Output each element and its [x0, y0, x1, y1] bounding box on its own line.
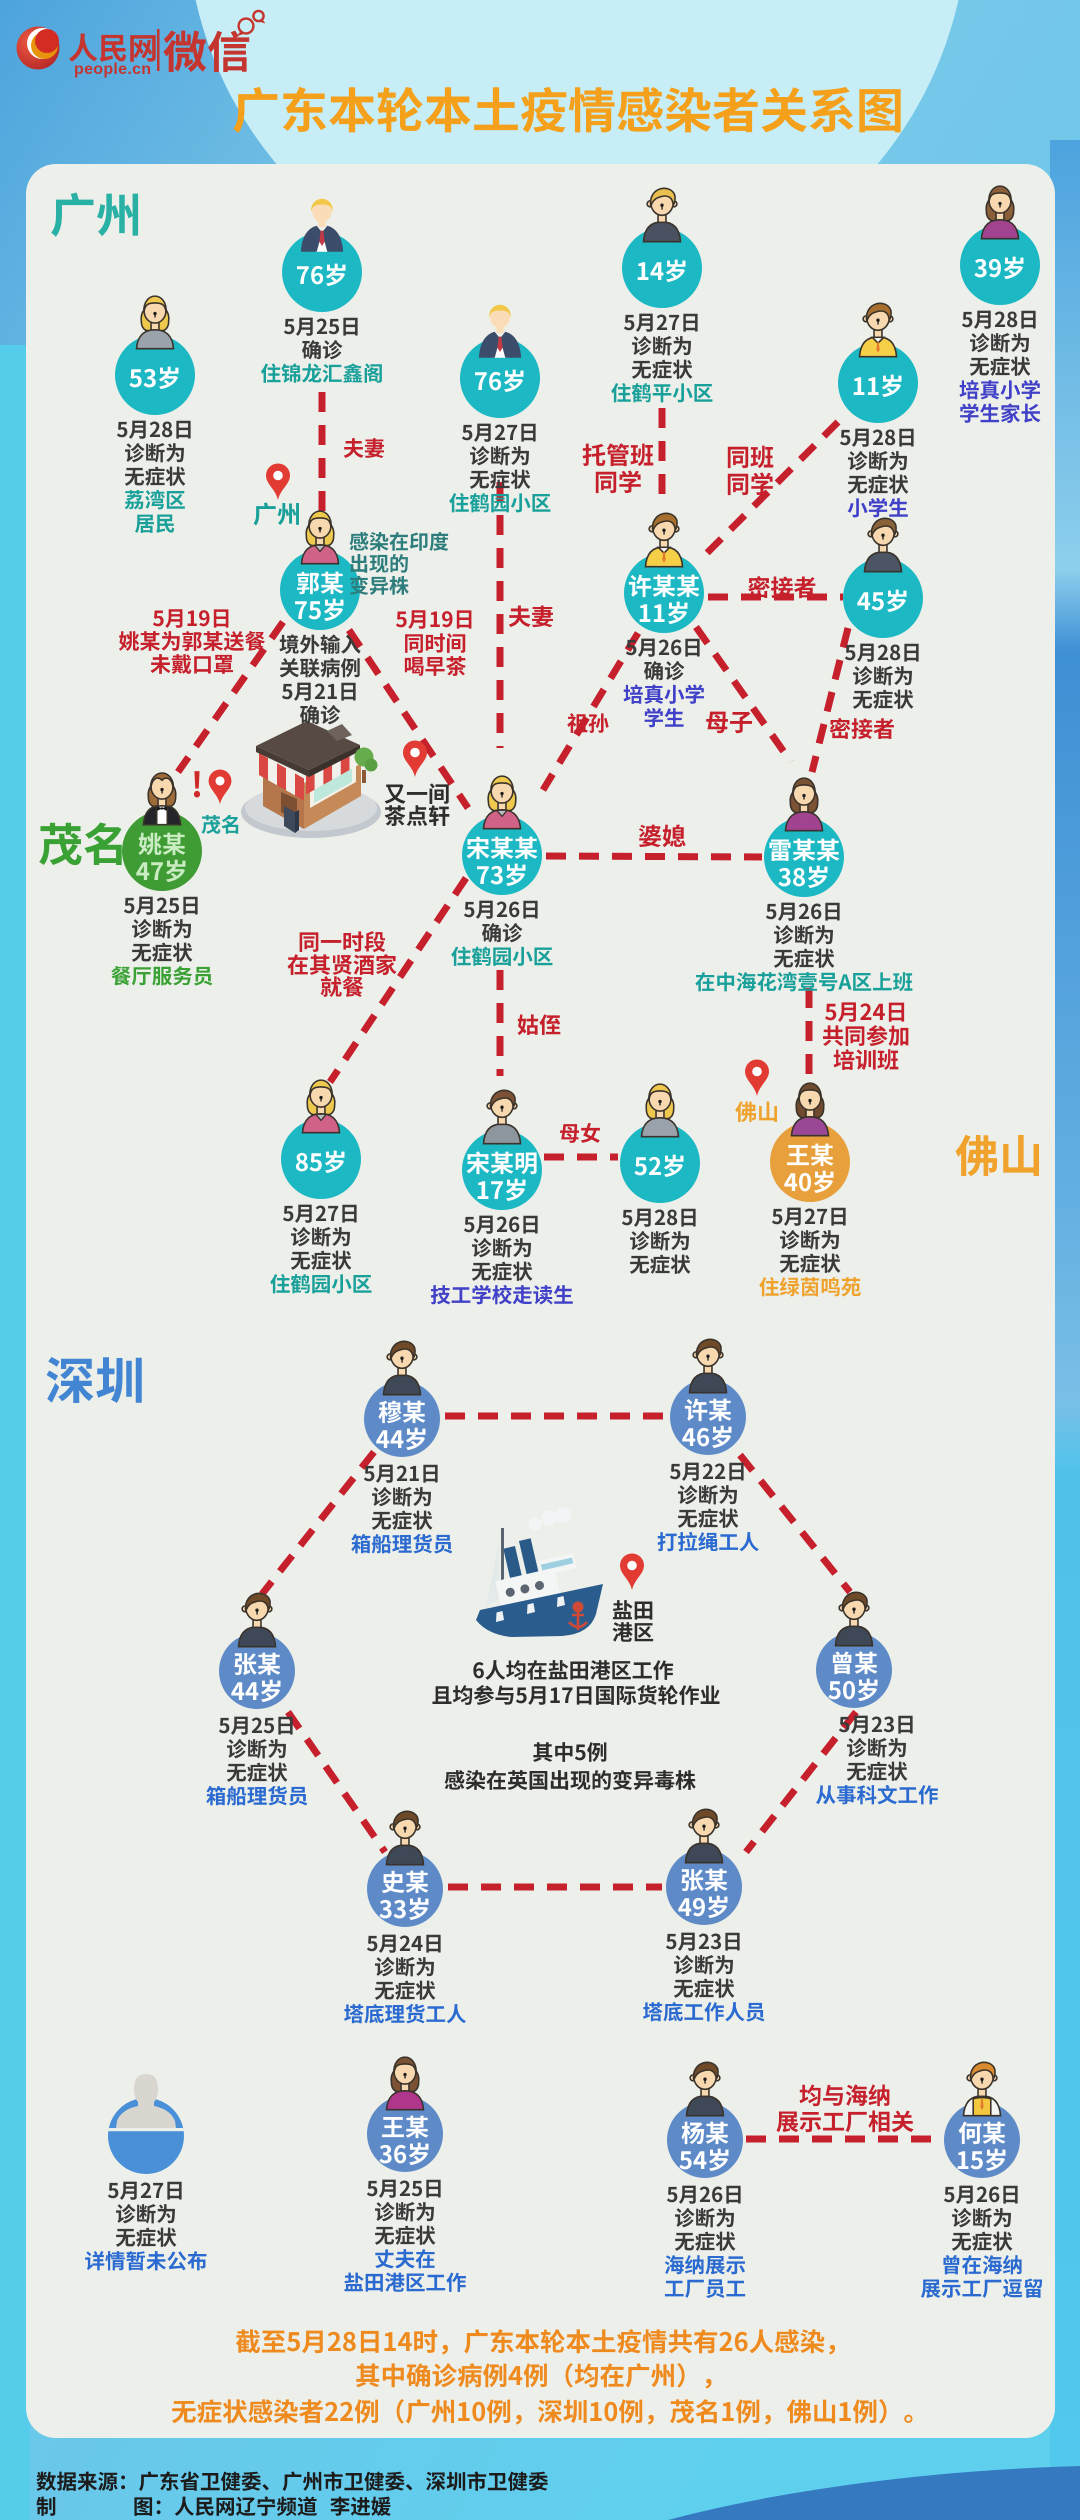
svg-text:people.cn: people.cn	[74, 61, 151, 78]
